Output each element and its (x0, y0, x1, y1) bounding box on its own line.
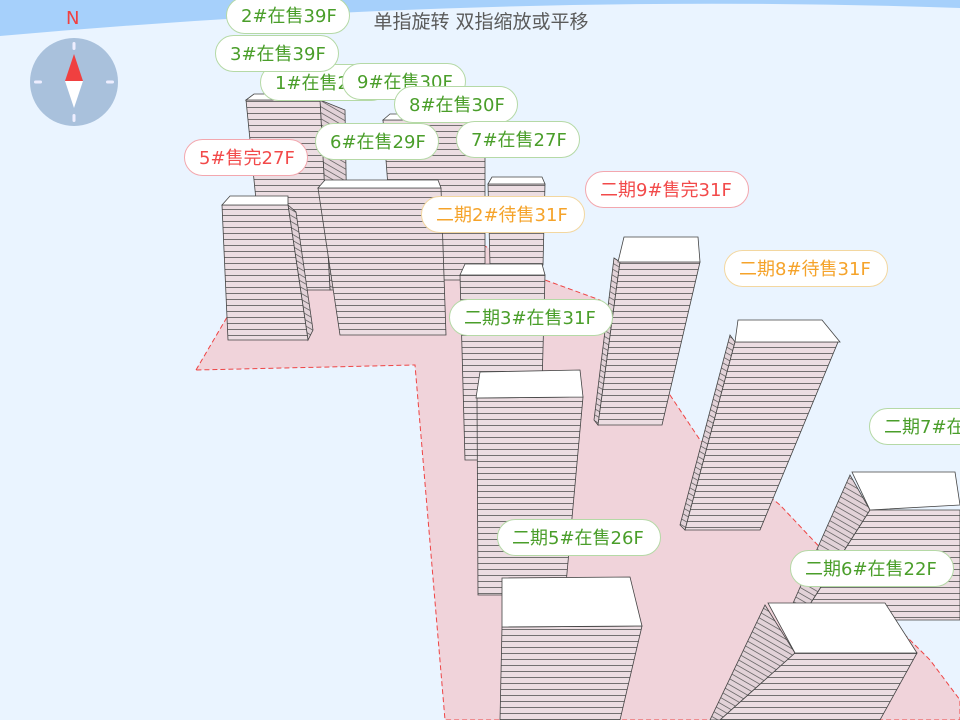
building-top-face (459, 263, 546, 276)
building[interactable] (475, 369, 584, 596)
gesture-hint: 单指旋转 双指缩放或平移 (373, 11, 589, 33)
building-top-face (617, 236, 701, 263)
building-front-face (476, 396, 584, 596)
building-top-face (221, 195, 289, 206)
building-label[interactable]: 3#在售39F (215, 35, 339, 72)
building-label[interactable]: 二期8#待售31F (724, 250, 888, 287)
building-top-face (851, 471, 960, 511)
building-top-face (501, 576, 643, 628)
north-label: N (66, 8, 80, 29)
building[interactable] (679, 319, 841, 531)
building[interactable] (593, 236, 701, 426)
building[interactable] (709, 602, 918, 720)
building-label[interactable]: 5#售完27F (184, 139, 308, 176)
building-label[interactable]: 二期7#在 (869, 408, 960, 445)
building[interactable] (221, 195, 314, 342)
building-label[interactable]: 二期9#售完31F (585, 171, 749, 208)
building-label[interactable]: 二期2#待售31F (421, 196, 585, 233)
building-label[interactable]: 7#在售27F (456, 121, 580, 158)
building-label[interactable]: 2#在售39F (226, 0, 350, 34)
building[interactable] (499, 576, 643, 720)
building-label[interactable]: 二期6#在售22F (790, 550, 954, 587)
building-label[interactable]: 8#在售30F (394, 86, 518, 123)
building[interactable] (317, 179, 447, 336)
building-label[interactable]: 二期3#在售31F (449, 299, 613, 336)
building-front-face (499, 625, 643, 720)
building-top-face (767, 602, 918, 654)
building-top-face (475, 369, 584, 399)
building-label[interactable]: 二期5#在售26F (497, 519, 661, 556)
building-top-face (734, 319, 841, 343)
compass-icon[interactable] (30, 38, 118, 126)
building-top-face (487, 176, 546, 185)
building-label[interactable]: 6#在售29F (315, 123, 439, 160)
building-top-face (317, 179, 442, 189)
